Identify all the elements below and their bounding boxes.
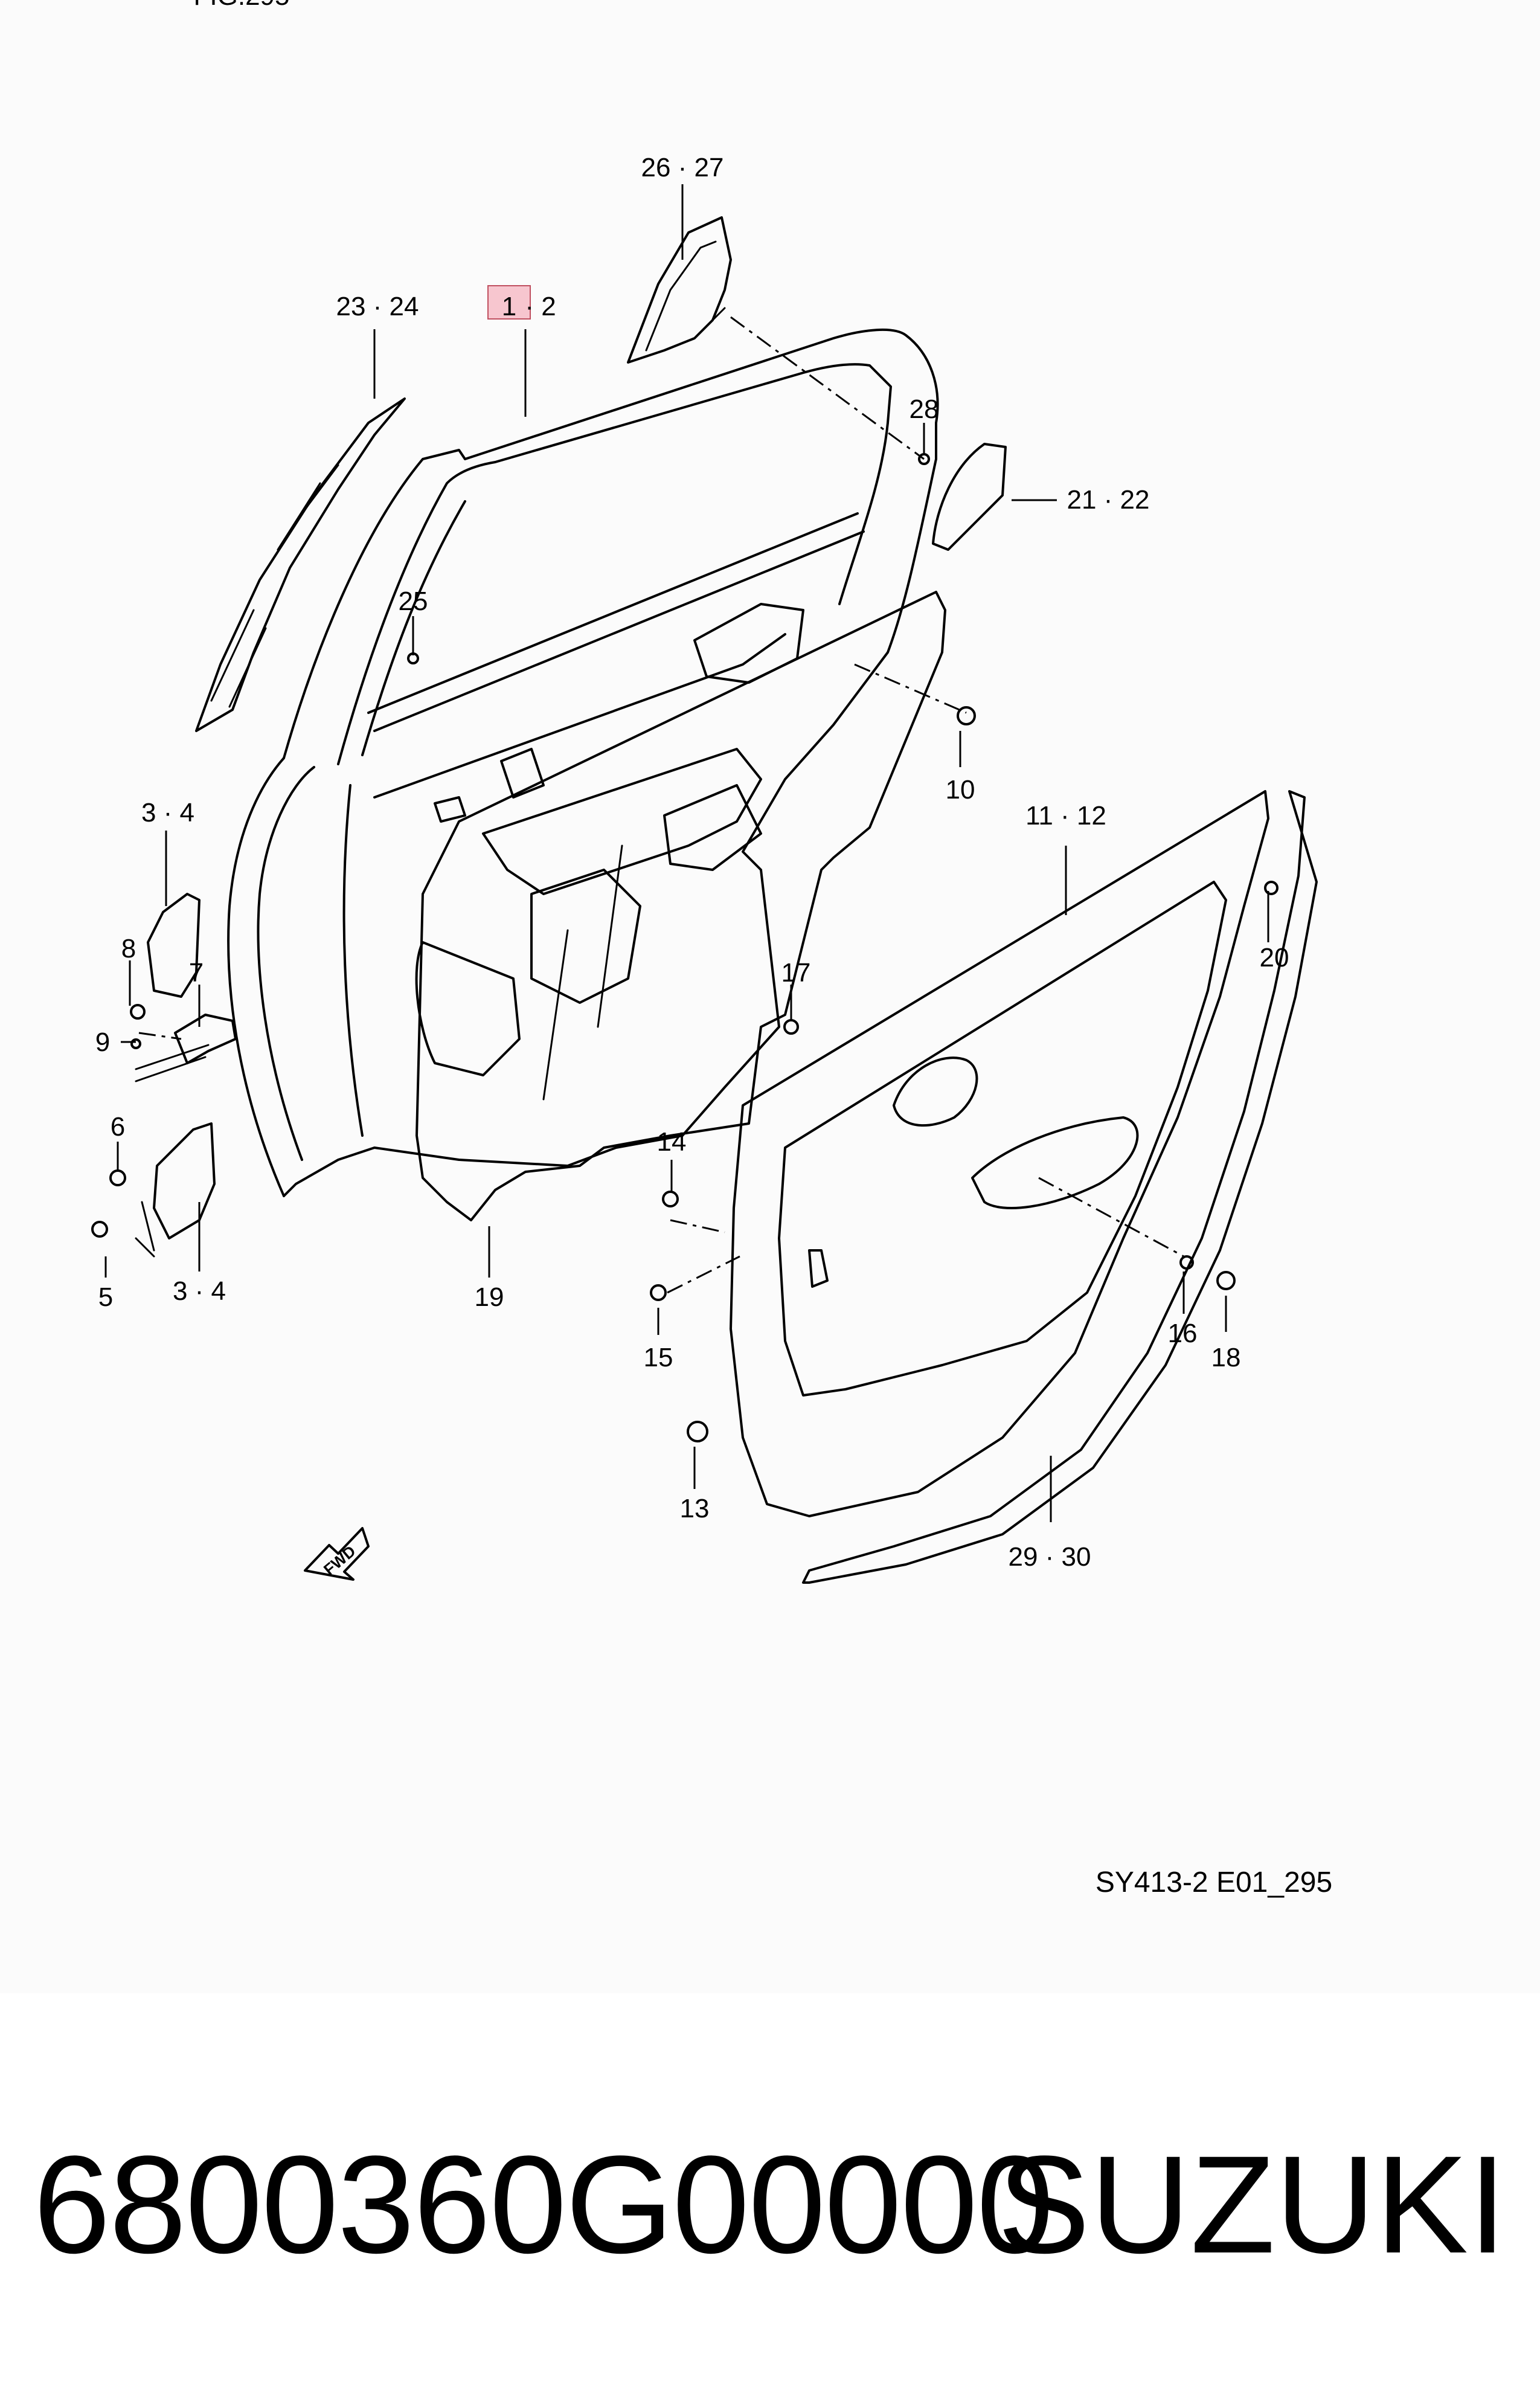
- garnish-part: [627, 216, 732, 364]
- corner-trim-part: [932, 443, 1007, 551]
- callout-10: 10: [946, 775, 975, 805]
- callout-26-27: 26 · 27: [641, 153, 724, 182]
- callout-25: 25: [399, 587, 428, 616]
- lower-hinge-part: [135, 1122, 216, 1258]
- callout-3-4-top: 3 · 4: [141, 798, 194, 828]
- callout-21-22: 21 · 22: [1067, 485, 1150, 515]
- callout-6: 6: [111, 1112, 125, 1142]
- upper-hinge-part: [135, 893, 237, 1082]
- callout-28: 28: [910, 394, 939, 424]
- callout-19: 19: [475, 1282, 504, 1312]
- callout-13: 13: [680, 1494, 710, 1523]
- part-number: 6800360G00000: [33, 2127, 1054, 2282]
- door-seal-part: [415, 591, 946, 1221]
- callout-5: 5: [98, 1282, 113, 1312]
- door-trim-panel-part: [730, 790, 1269, 1517]
- exploded-parts-diagram: FIG.295: [91, 0, 1332, 1898]
- callout-17: 17: [781, 958, 811, 988]
- brand-name: SUZUKI: [997, 2127, 1507, 2282]
- callout-7: 7: [189, 958, 204, 988]
- callout-20: 20: [1260, 943, 1289, 973]
- leader-lines: [104, 184, 1269, 1522]
- fasteners-part: [91, 453, 1279, 1442]
- callout-8: 8: [121, 934, 136, 963]
- callout-18: 18: [1211, 1343, 1241, 1372]
- callout-15: 15: [644, 1343, 673, 1372]
- callout-2: · 2: [525, 292, 556, 321]
- callout-29-30: 29 · 30: [1009, 1542, 1091, 1572]
- alignment-lines: [138, 316, 1184, 1294]
- callout-1: 1: [502, 292, 516, 321]
- diagram-panel: FIG.295: [91, 0, 1333, 1898]
- callout-16: 16: [1168, 1319, 1198, 1348]
- weatherstrip-part: [195, 397, 406, 732]
- diagram-reference-code: SY413-2 E01_295: [1096, 1866, 1332, 1898]
- outer-seal-strip-part: [802, 790, 1318, 1584]
- callout-11-12: 11 · 12: [1025, 801, 1106, 831]
- part-1-highlight: [487, 285, 531, 320]
- callout-23-24: 23 · 24: [336, 292, 419, 321]
- callout-14: 14: [657, 1127, 687, 1157]
- figure-header-fragment: FIG.295: [194, 0, 290, 11]
- callout-3-4-bottom: 3 · 4: [173, 1276, 226, 1306]
- callout-9: 9: [95, 1027, 110, 1057]
- fwd-arrow-icon: FWD: [304, 1527, 370, 1581]
